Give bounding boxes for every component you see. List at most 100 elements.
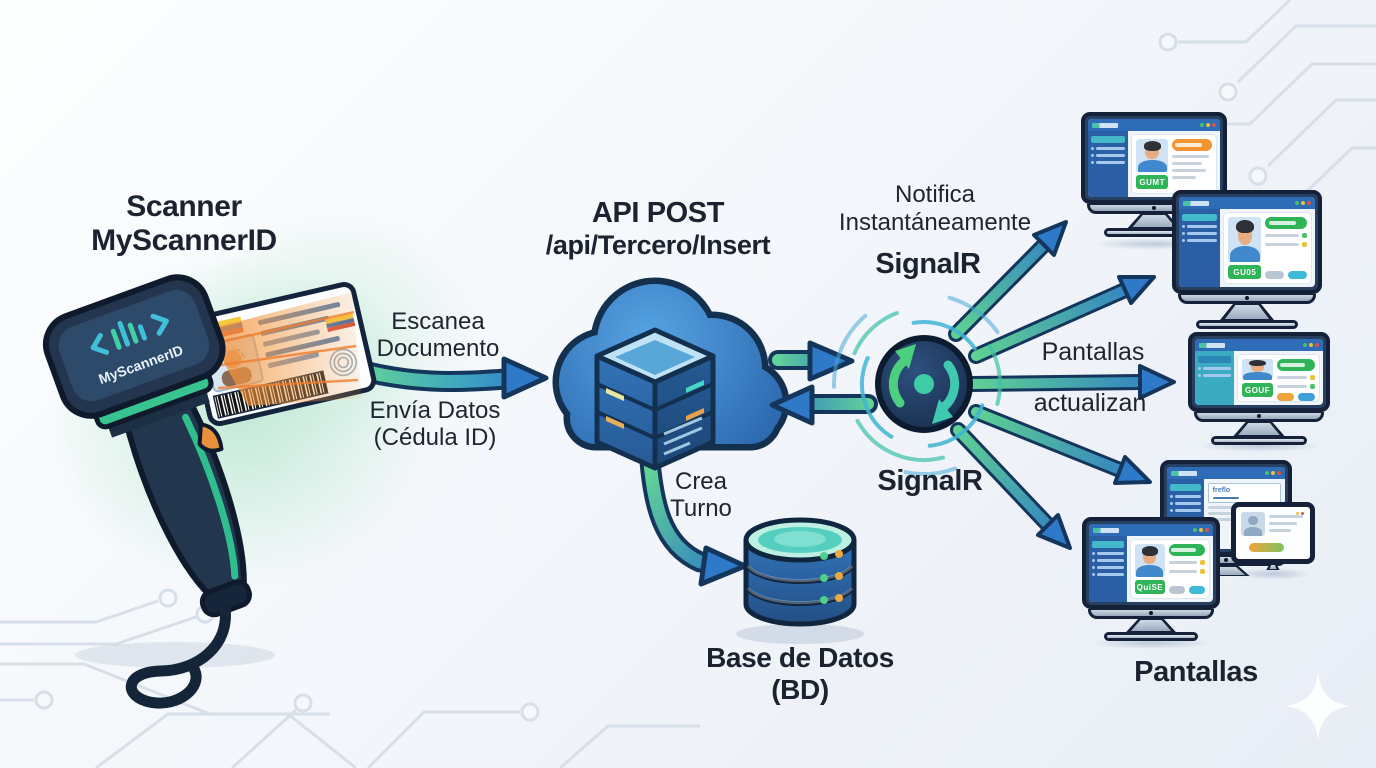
sidebar-item[interactable] — [1091, 161, 1126, 164]
secondary-button[interactable] — [1168, 586, 1185, 594]
scan-beam-lines — [211, 310, 359, 390]
api-cloud-icon — [552, 277, 790, 471]
scanner-shadow — [75, 642, 275, 668]
sidebar-item[interactable] — [1182, 232, 1218, 235]
monitor-frame: GU05 — [1172, 190, 1322, 294]
doc-panel: freflo — [1207, 483, 1281, 503]
text-line — [1269, 529, 1291, 532]
text-line — [1172, 176, 1197, 179]
secondary-button[interactable] — [1265, 271, 1285, 279]
database-shadow — [736, 624, 864, 644]
avatar — [1228, 217, 1262, 262]
power-led — [1152, 206, 1156, 210]
sidebar-item[interactable] — [1170, 502, 1201, 505]
sidebar-item[interactable] — [1092, 566, 1125, 569]
app-logo — [1183, 200, 1209, 206]
server-icon — [594, 327, 716, 471]
database-label: Base de Datos (BD) — [706, 642, 894, 705]
text-line — [1276, 376, 1307, 379]
action-button[interactable] — [1248, 543, 1284, 553]
turn-code-button[interactable]: QuiSE — [1135, 580, 1165, 594]
arrow-scan-to-api — [341, 356, 549, 400]
turn-code-button[interactable]: GUMT — [1136, 175, 1169, 189]
status-dot-icon — [1310, 375, 1315, 380]
scan-arrow-label-top: Escanea Documento — [376, 308, 500, 362]
monitor-top: GUMT — [1081, 112, 1227, 250]
status-banner — [1168, 544, 1205, 556]
sidebar-item[interactable] — [1091, 147, 1126, 150]
monitor-chin — [1087, 609, 1215, 619]
app-main: GOUF — [1234, 351, 1323, 405]
screens-update-label-bottom: actualizan — [1033, 389, 1147, 417]
sidebar-item[interactable] — [1182, 239, 1218, 242]
text-line — [1172, 169, 1207, 172]
window-controls — [1303, 343, 1319, 347]
app-logo — [1199, 342, 1225, 348]
window-controls — [1296, 512, 1304, 515]
monitor-neck — [1202, 566, 1250, 576]
scanner-device: MyScannerID — [42, 274, 252, 709]
signalr-label-top: SignalR — [875, 248, 981, 280]
queue-app-screen: GU05 — [1179, 197, 1315, 287]
sidebar-active-item[interactable] — [1170, 484, 1201, 491]
app-body: GU05 — [1179, 209, 1315, 287]
app-logo — [1171, 470, 1197, 476]
secondary-button[interactable] — [1276, 393, 1294, 401]
sidebar-active-item[interactable] — [1198, 356, 1232, 363]
sidebar-item[interactable] — [1092, 573, 1125, 576]
sidebar-item[interactable] — [1092, 552, 1125, 555]
app-header — [1089, 524, 1213, 536]
arrow-signalr-to-api — [769, 384, 878, 426]
app-main: GUMT — [1128, 131, 1220, 197]
power-led — [1224, 558, 1228, 562]
app-header — [1179, 197, 1315, 209]
sidebar-item[interactable] — [1198, 374, 1232, 377]
sidebar-item[interactable] — [1170, 509, 1201, 512]
sidebar-item[interactable] — [1198, 367, 1232, 370]
monitor-frame: GUMT — [1081, 112, 1227, 204]
queue-app-screen: GUMT — [1088, 119, 1220, 197]
primary-button[interactable] — [1288, 271, 1307, 279]
api-title: API POST /api/Tercero/Insert — [545, 197, 771, 260]
alert-banner — [1172, 139, 1212, 151]
status-banner — [1265, 217, 1307, 229]
primary-button[interactable] — [1297, 393, 1315, 401]
turn-code-button[interactable]: GOUF — [1242, 383, 1273, 397]
sidebar-active-item[interactable] — [1092, 541, 1125, 548]
monitor-neck — [1127, 214, 1181, 228]
window-controls — [1193, 528, 1209, 532]
ticket-card: GU05 — [1224, 213, 1311, 283]
sidebar-item[interactable] — [1170, 495, 1201, 498]
app-body: GOUF — [1195, 351, 1323, 405]
sidebar-item[interactable] — [1092, 559, 1125, 562]
status-dot-icon — [1200, 560, 1205, 565]
scanner-device-label: MyScannerID — [96, 342, 185, 387]
power-led — [1257, 414, 1261, 418]
sidebar-active-item[interactable] — [1182, 214, 1218, 221]
sidebar-active-item[interactable] — [1091, 136, 1126, 143]
power-led — [1245, 296, 1249, 300]
avatar — [1135, 544, 1165, 577]
app-logo — [1093, 527, 1119, 533]
app-body: QuiSE — [1089, 536, 1213, 602]
avatar — [1242, 359, 1273, 380]
window-controls — [1200, 123, 1216, 127]
primary-button[interactable] — [1188, 586, 1205, 594]
app-logo — [1092, 122, 1118, 128]
scan-arrow-label-bottom: Envía Datos (Cédula ID) — [369, 397, 501, 451]
monitor-chin — [1193, 412, 1325, 422]
sidebar-item[interactable] — [1091, 154, 1126, 157]
doc-title: freflo — [1212, 487, 1231, 494]
turn-code-button[interactable]: GU05 — [1228, 265, 1262, 279]
signalr-label-bottom: SignalR — [877, 465, 983, 497]
monitor-neck — [1233, 422, 1285, 436]
tablet-ui — [1239, 510, 1307, 556]
ticket-card: GUMT — [1132, 135, 1216, 193]
queue-app-screen: QuiSE — [1089, 524, 1213, 602]
monitor-frame: QuiSE — [1082, 517, 1220, 609]
sidebar-item[interactable] — [1182, 225, 1218, 228]
screens-section-label: Pantallas — [1134, 656, 1258, 688]
text-line — [1172, 162, 1203, 165]
status-dot-icon — [1200, 569, 1205, 574]
